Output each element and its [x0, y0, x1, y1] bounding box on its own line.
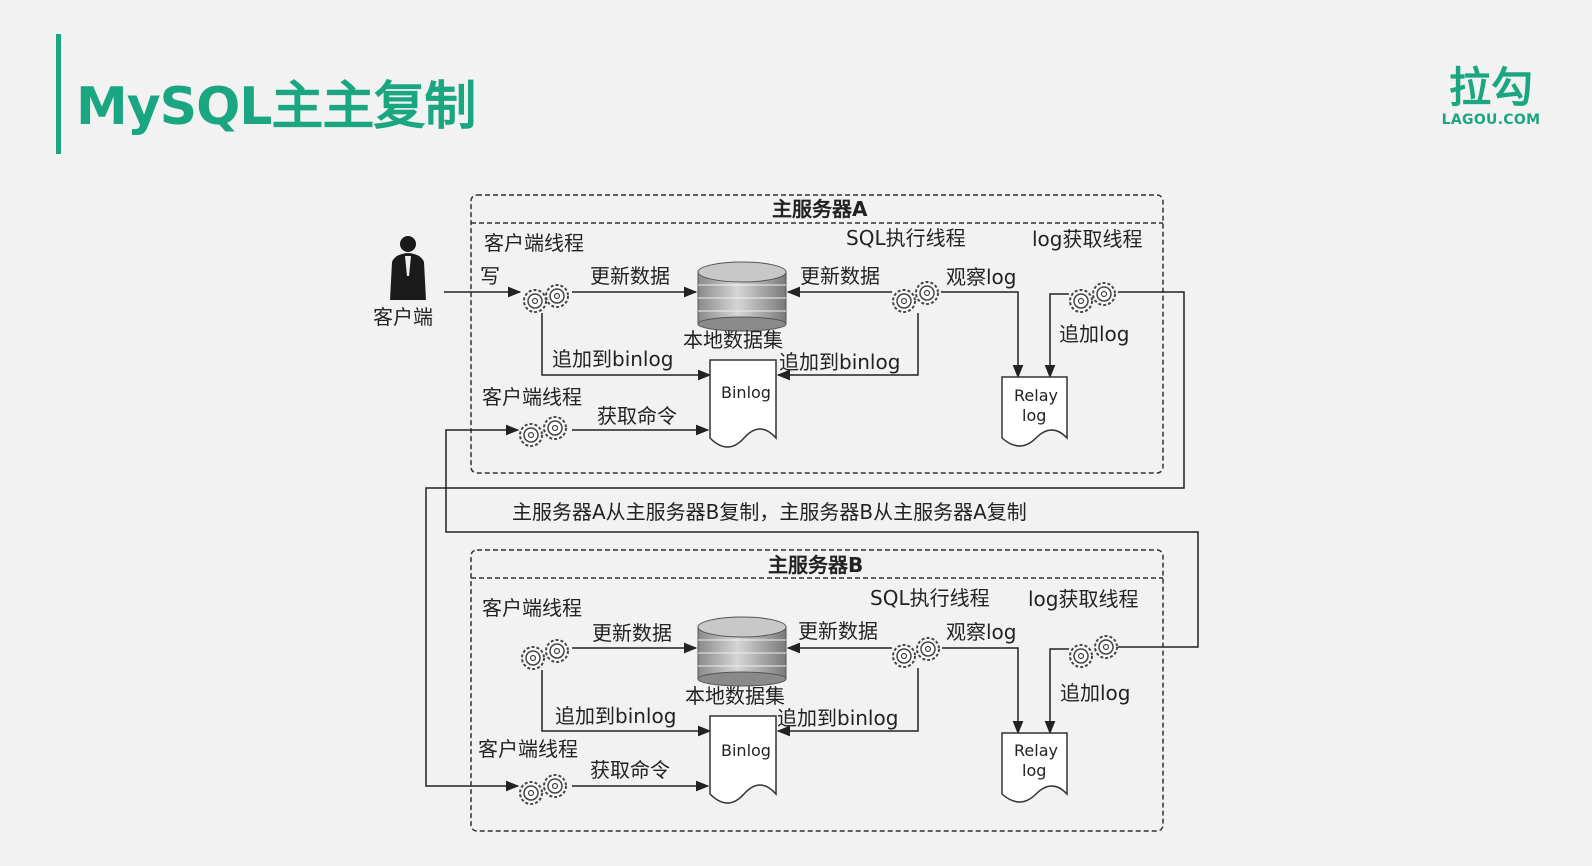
server-b-fetch-label: 获取命令: [590, 758, 670, 782]
server-a-append-binlog-2-label: 追加到binlog: [779, 350, 900, 374]
page-title: MySQL主主复制: [76, 77, 476, 137]
server-b-binlog-doc: [709, 715, 777, 804]
server-a-append-binlog-1-label: 追加到binlog: [552, 347, 673, 371]
title-accent-bar: [56, 34, 61, 154]
server-a-append-log-label: 追加log: [1059, 322, 1130, 346]
server-a-relay-doc: [1001, 376, 1068, 447]
server-b-update-1-label: 更新数据: [592, 621, 672, 645]
client-person-icon: [390, 236, 426, 300]
server-b-title: 主服务器B: [768, 553, 863, 577]
server-b-relay-2: log: [1022, 761, 1046, 780]
server-b-append-log-label: 追加log: [1060, 681, 1131, 705]
server-b-client2-gear-icon: [519, 774, 567, 805]
server-b-append-binlog-2-label: 追加到binlog: [777, 706, 898, 730]
server-b-binlog-label: Binlog: [721, 741, 771, 760]
server-b-log-thread-label: log获取线程: [1028, 587, 1139, 611]
server-a-binlog-doc: [709, 359, 777, 448]
client-label: 客户端: [373, 305, 433, 329]
server-a-update-1-label: 更新数据: [590, 264, 670, 288]
server-a-database-icon: [697, 261, 787, 332]
server-b-relay-1: Relay: [1014, 741, 1058, 760]
server-b-panel: 主服务器B 客户端线程 SQL执行线程 log获取线程 本地数据集 更新数据 更…: [470, 549, 1164, 832]
server-b-local-data-label: 本地数据集: [685, 684, 785, 708]
server-b-relay-doc: [1001, 732, 1068, 803]
server-a-binlog-label: Binlog: [721, 383, 771, 402]
server-a-client-thread-label: 客户端线程: [484, 231, 584, 255]
replication-caption: 主服务器A从主服务器B复制，主服务器B从主服务器A复制: [512, 500, 1027, 524]
server-a-log-thread-label: log获取线程: [1032, 227, 1143, 251]
a-to-b-fetch-line: [425, 291, 1185, 792]
lagou-logo: 拉勾 LAGOU.COM: [1436, 63, 1546, 129]
server-b-client-thread-label: 客户端线程: [482, 596, 582, 620]
server-a-sql-gear-icon: [892, 281, 939, 313]
write-label: 写: [480, 264, 500, 288]
server-a-log-gear-icon: [1069, 282, 1116, 313]
server-a-sql-thread-label: SQL执行线程: [846, 226, 966, 250]
server-a-title: 主服务器A: [772, 197, 868, 221]
server-a-observe-label: 观察log: [946, 265, 1017, 289]
server-a-client-gear-icon: [523, 284, 569, 313]
server-b-append-binlog-1-label: 追加到binlog: [555, 704, 676, 728]
server-a-relay-2: log: [1022, 406, 1046, 425]
server-a-client2-gear-icon: [519, 416, 567, 447]
b-to-a-fetch-line: [445, 424, 1199, 648]
server-a-client-thread-2-label: 客户端线程: [482, 385, 582, 409]
server-a-fetch-label: 获取命令: [597, 404, 677, 428]
server-b-update-2-label: 更新数据: [798, 619, 878, 643]
logo-main-text: 拉勾: [1448, 63, 1533, 112]
server-b-log-gear-icon: [1069, 635, 1118, 668]
server-b-sql-thread-label: SQL执行线程: [870, 586, 990, 610]
server-b-client-gear-icon: [521, 639, 569, 670]
server-b-observe-label: 观察log: [946, 620, 1017, 644]
server-a-update-2-label: 更新数据: [800, 264, 880, 288]
server-b-sql-gear-icon: [892, 637, 940, 668]
server-b-client-thread-2-label: 客户端线程: [478, 737, 578, 761]
server-a-panel: 主服务器A 客户端线程 SQL执行线程 log获取线程 本地数据集 更新数据 更…: [470, 194, 1164, 474]
logo-sub-text: LAGOU.COM: [1441, 112, 1541, 128]
server-a-local-data-label: 本地数据集: [683, 328, 783, 352]
server-b-database-icon: [697, 616, 787, 687]
server-a-relay-1: Relay: [1014, 386, 1058, 405]
